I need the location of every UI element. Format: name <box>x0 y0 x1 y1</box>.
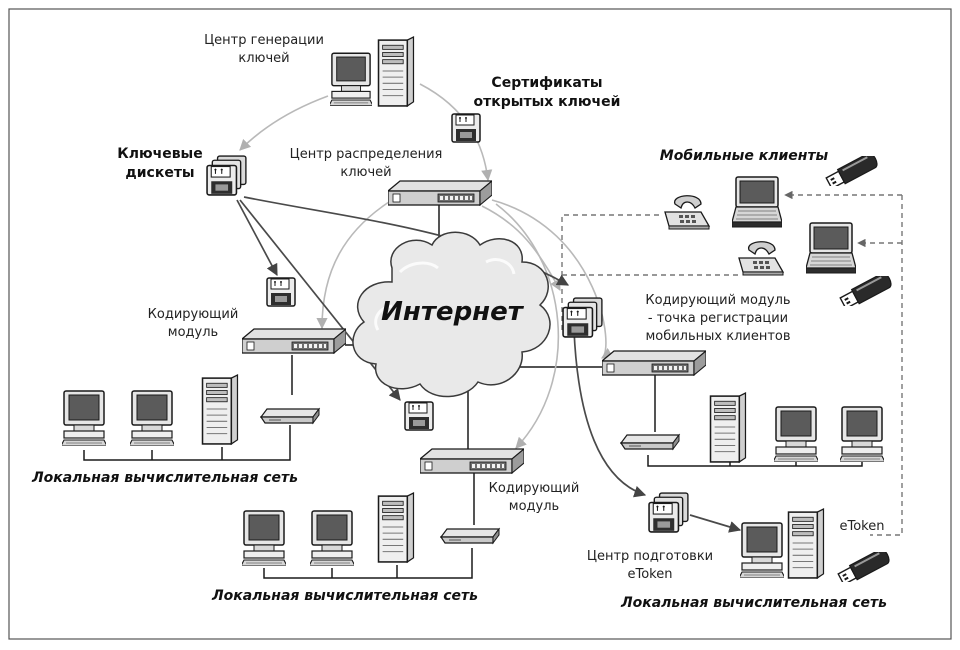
encoder-left-router-icon <box>242 328 346 354</box>
encoder-bottom-router-icon <box>420 448 524 474</box>
encoder-right-label-2: - точка регистрации <box>648 311 788 326</box>
key-generation-computer-icon <box>330 52 372 106</box>
left-lan-computer-2-icon <box>130 390 174 446</box>
etoken-center-label-2: eToken <box>628 567 673 582</box>
left-lan-server-icon <box>201 374 239 445</box>
key-disks-label-2: дискеты <box>125 165 194 181</box>
diskette-bottom-icon <box>404 401 434 431</box>
encoder-left-label-2: модуль <box>168 325 218 340</box>
mobile-dashed-links <box>561 190 903 536</box>
distribution-center-label-2: ключей <box>340 165 391 180</box>
etoken-center-label-1: Центр подготовки <box>587 549 713 564</box>
left-lan-computer-1-icon <box>62 390 106 446</box>
right-lan-server-icon <box>709 392 747 463</box>
encoder-right-router-icon <box>602 350 706 376</box>
etoken-center-computer-icon <box>740 522 784 578</box>
etoken-label: eToken <box>840 519 885 534</box>
encoder-bottom-label-2: модуль <box>509 499 559 514</box>
encoder-bottom-label-1: Кодирующий <box>489 481 580 496</box>
lan-right-label: Локальная вычислительная сеть <box>620 595 887 611</box>
encoder-right-label-3: мобильных клиентов <box>645 329 790 344</box>
internet-label: Интернет <box>381 297 525 327</box>
key-gen-center-label-1: Центр генерации <box>204 33 324 48</box>
distribution-center-router-icon <box>388 180 492 206</box>
right-lan-computer-1-icon <box>774 406 818 462</box>
bottom-lan-modem-icon <box>440 528 500 544</box>
etoken-center-server-icon <box>787 508 825 579</box>
encoder-left-label-1: Кодирующий <box>148 307 239 322</box>
certificates-label-1: Сертификаты <box>491 75 602 91</box>
lan-left-label: Локальная вычислительная сеть <box>31 470 298 486</box>
bottom-lan-computer-2-icon <box>310 510 354 566</box>
certificates-diskette-icon <box>451 113 481 143</box>
certificates-label-2: открытых ключей <box>474 94 621 110</box>
key-disks-label-1: Ключевые <box>117 146 202 162</box>
bottom-lan-computer-1-icon <box>242 510 286 566</box>
right-lan-computer-2-icon <box>840 406 884 462</box>
mobile-clients-label: Мобильные клиенты <box>660 148 829 164</box>
internet-cloud-icon <box>352 231 551 398</box>
key-generation-server-icon <box>377 36 415 107</box>
right-lan-modem-icon <box>620 434 680 450</box>
diskette-left-icon <box>266 277 296 307</box>
left-lan-modem-icon <box>260 408 320 424</box>
key-gen-center-label-2: ключей <box>238 51 289 66</box>
mobile-laptop-2-icon <box>806 222 856 274</box>
encoder-right-label-1: Кодирующий модуль <box>645 293 790 308</box>
mobile-laptop-1-icon <box>732 176 782 228</box>
bottom-lan-server-icon <box>377 492 415 563</box>
lan-bottom-label: Локальная вычислительная сеть <box>211 588 478 604</box>
distribution-center-label-1: Центр распределения <box>290 147 443 162</box>
